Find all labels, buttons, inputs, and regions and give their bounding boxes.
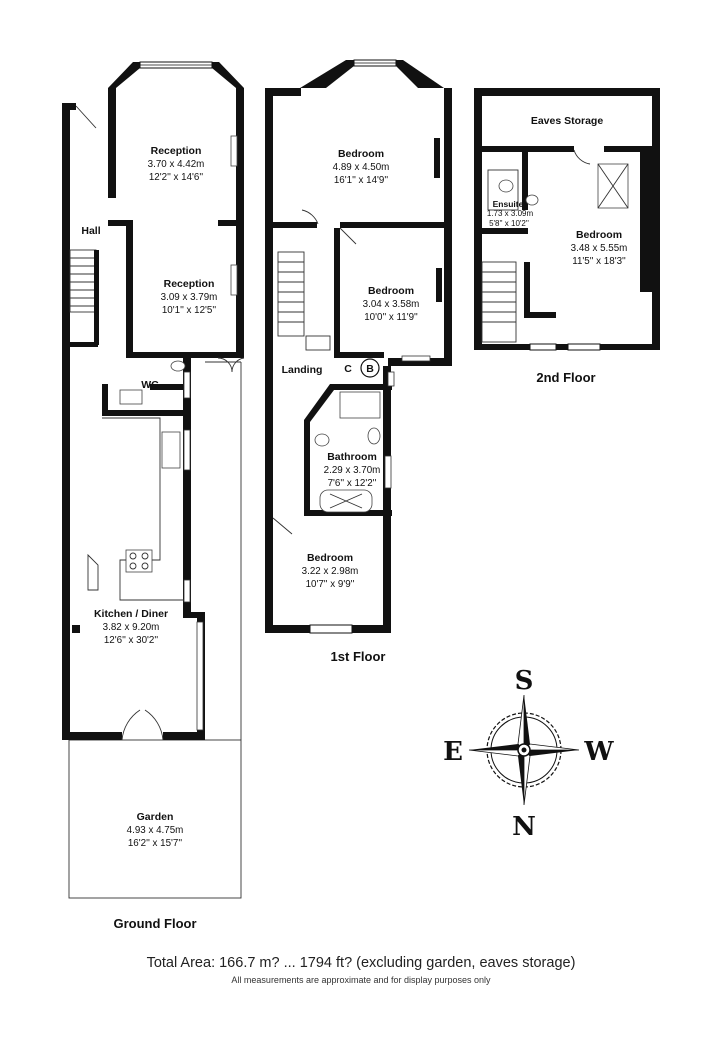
eaves-name: Eaves Storage [531, 115, 604, 127]
bedroom-3-imperial: 10'7'' x 9'9'' [306, 579, 355, 590]
first-floor-label: 1st Floor [331, 649, 386, 664]
bedroom-2-imperial: 10'0'' x 11'9'' [364, 312, 418, 323]
reception-2-imperial: 10'1'' x 12'5'' [162, 305, 216, 316]
hall-name: Hall [81, 225, 100, 237]
reception-2-metric: 3.09 x 3.79m [161, 292, 218, 303]
kitchen-metric: 3.82 x 9.20m [103, 622, 160, 633]
reception-1-metric: 3.70 x 4.42m [148, 159, 205, 170]
garden-outline [68, 739, 242, 899]
kitchen-imperial: 12'6'' x 30'2'' [104, 635, 158, 646]
garden-imperial: 16'2'' x 15'7'' [128, 838, 182, 849]
bedroom-4-imperial: 11'5'' x 18'3'' [572, 256, 626, 267]
bedroom-4-metric: 3.48 x 5.55m [571, 243, 628, 254]
ground-floor-label: Ground Floor [113, 916, 196, 931]
compass-top-letter: S [515, 666, 534, 696]
bedroom-3-name: Bedroom [307, 552, 353, 564]
bathroom-name: Bathroom [327, 451, 377, 463]
disclaimer-text: All measurements are approximate and for… [231, 975, 491, 985]
second-floor-plan [474, 88, 660, 351]
reception-2-name: Reception [164, 278, 215, 290]
wc-name: WC [141, 379, 159, 391]
bathroom-metric: 2.29 x 3.70m [324, 465, 381, 476]
bedroom-1-metric: 4.89 x 4.50m [333, 162, 390, 173]
compass-rose [468, 694, 580, 806]
reception-1-imperial: 12'2'' x 14'6'' [149, 172, 203, 183]
bedroom-2-name: Bedroom [368, 285, 414, 297]
landing-name: Landing [282, 364, 323, 376]
compass-right-letter: W [583, 737, 614, 767]
ground-floor-plan [62, 61, 245, 899]
bedroom-4-name: Bedroom [576, 229, 622, 241]
bedroom-1-imperial: 16'1'' x 14'9'' [334, 175, 388, 186]
bedroom-1-name: Bedroom [338, 148, 384, 160]
ensuite-name: Ensuite [493, 199, 524, 209]
second-floor-label: 2nd Floor [536, 370, 595, 385]
labels: Reception 3.70 x 4.42m 12'2'' x 14'6'' R… [81, 115, 627, 931]
garden-metric: 4.93 x 4.75m [127, 825, 184, 836]
boiler-label: B [366, 363, 374, 375]
compass-left-letter: E [443, 737, 463, 767]
total-area-text: Total Area: 166.7 m? ... 1794 ft? (exclu… [146, 955, 576, 971]
bedroom-3-metric: 3.22 x 2.98m [302, 566, 359, 577]
reception-1-name: Reception [151, 145, 202, 157]
kitchen-name: Kitchen / Diner [94, 608, 168, 620]
garden-name: Garden [137, 811, 174, 823]
first-floor-plan [265, 59, 452, 634]
ensuite-metric: 1.73 x 3.09m [487, 209, 534, 218]
cupboard-label: C [344, 363, 352, 375]
bathroom-imperial: 7'6'' x 12'2'' [328, 478, 377, 489]
compass-bottom-letter: N [512, 812, 536, 842]
ensuite-imperial: 5'8'' x 10'2'' [489, 219, 529, 228]
bedroom-2-metric: 3.04 x 3.58m [363, 299, 420, 310]
